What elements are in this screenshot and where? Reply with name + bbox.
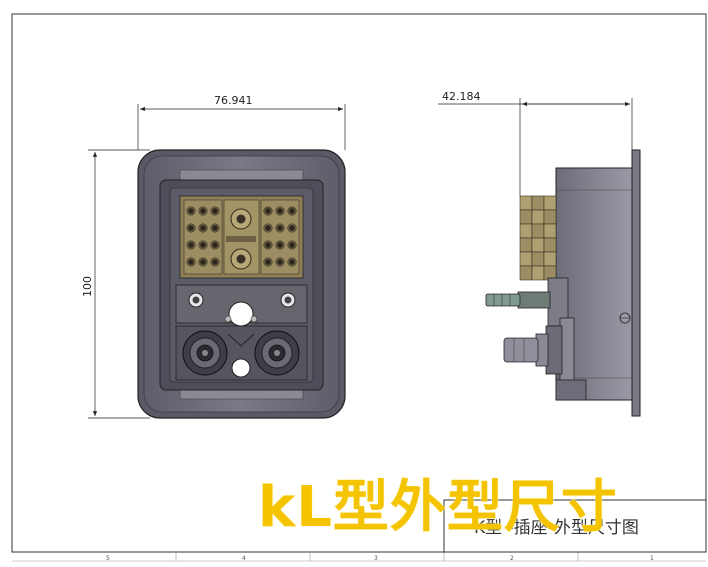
zone-label-4: 4 (242, 555, 246, 562)
side-pin-segment (519, 265, 533, 281)
side-depth-label: 42.184 (442, 90, 481, 103)
side-pin-segment (543, 209, 557, 225)
side-depth-dimension: 42.184 (438, 90, 633, 196)
side-pin-segment (531, 237, 545, 253)
signal-pin (210, 206, 220, 216)
signal-pin (275, 223, 285, 233)
signal-pin (263, 257, 273, 267)
side-pin-segment (531, 209, 545, 225)
upper-hose-fitting (485, 291, 551, 309)
lower-center-hole (231, 358, 251, 378)
power-contact-right (254, 330, 300, 376)
side-pin-segment (531, 223, 545, 239)
signal-pin (263, 240, 273, 250)
side-pin-segment (519, 209, 533, 225)
signal-pin (275, 257, 285, 267)
signal-pin (186, 206, 196, 216)
signal-pin (287, 240, 297, 250)
side-pin-stack (519, 195, 557, 281)
front-height-label: 100 (81, 276, 94, 297)
signal-pin (210, 257, 220, 267)
front-width-label: 76.941 (214, 94, 253, 107)
signal-pin (186, 240, 196, 250)
signal-pin (275, 240, 285, 250)
signal-pin (275, 206, 285, 216)
side-pin-segment (519, 237, 533, 253)
signal-pin (210, 223, 220, 233)
signal-pin (210, 240, 220, 250)
zone-label-5: 5 (106, 555, 110, 562)
signal-pin (287, 206, 297, 216)
side-pin-segment (531, 251, 545, 267)
drawing-title: K型 -插座-外型尺寸图 (474, 518, 639, 538)
signal-pin (186, 223, 196, 233)
lower-hose-fitting (503, 317, 575, 383)
side-pin-segment (543, 195, 557, 211)
side-pin-segment (531, 195, 545, 211)
zone-labels: 5 4 3 2 1 (106, 555, 654, 562)
zone-label-3: 3 (374, 555, 378, 562)
side-pin-segment (543, 237, 557, 253)
signal-pin (186, 257, 196, 267)
side-pin-segment (531, 265, 545, 281)
zone-label-1: 1 (650, 555, 654, 562)
side-pin-segment (543, 251, 557, 267)
title-block: K型 -插座-外型尺寸图 (443, 499, 707, 553)
signal-pin (198, 223, 208, 233)
side-pin-segment (543, 223, 557, 239)
zone-label-2: 2 (510, 555, 514, 562)
side-pin-segment (519, 195, 533, 211)
side-pin-segment (519, 223, 533, 239)
caption-overlay: kL型外型尺寸 (258, 475, 618, 540)
signal-pin (263, 206, 273, 216)
pin-grid-right (263, 206, 297, 267)
side-pin-segment (519, 251, 533, 267)
center-hole (228, 301, 254, 327)
signal-pin (198, 206, 208, 216)
signal-pin (198, 240, 208, 250)
signal-pin (263, 223, 273, 233)
signal-pin (198, 257, 208, 267)
front-width-dimension: 76.941 (137, 94, 346, 150)
front-view (137, 149, 346, 419)
signal-pin (287, 257, 297, 267)
side-view (485, 149, 641, 417)
power-contact-left (182, 330, 228, 376)
signal-pin (287, 223, 297, 233)
front-height-dimension: 100 (81, 149, 150, 419)
pin-grid-left (186, 206, 220, 267)
